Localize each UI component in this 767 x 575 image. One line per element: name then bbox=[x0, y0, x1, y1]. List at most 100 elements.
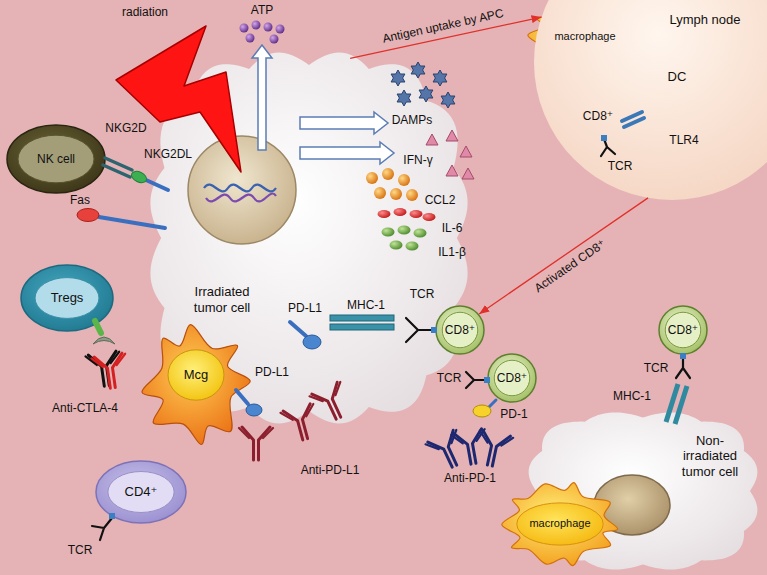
cell-outline bbox=[7, 125, 105, 193]
label-slot: CCL2 bbox=[425, 193, 456, 207]
label-slot: IL-6 bbox=[442, 221, 463, 235]
mhc-molecule bbox=[330, 315, 394, 321]
ccl2-ball bbox=[398, 174, 410, 186]
cd8-t-cell: CD8⁺ bbox=[487, 353, 537, 403]
cell-label: CD8⁺ bbox=[445, 323, 475, 337]
il6-blob bbox=[423, 213, 436, 221]
il1b-blob bbox=[398, 226, 411, 235]
il1b-blob bbox=[390, 241, 403, 250]
mhc-molecule bbox=[330, 324, 394, 330]
molecule-label: PD-L1 bbox=[255, 365, 289, 379]
dendritic-cell: DC bbox=[624, 28, 730, 126]
label-slot: NKG2D bbox=[105, 121, 146, 135]
label-slot: IL1-β bbox=[438, 245, 466, 259]
label-slot: NKG2DL bbox=[144, 147, 192, 161]
label-slot: Anti-PD-L1 bbox=[301, 463, 360, 477]
molecule-label: ATP bbox=[251, 3, 273, 17]
il1b-blob bbox=[414, 229, 427, 238]
cell-label: CD8⁺ bbox=[668, 323, 698, 337]
tcr-anchor bbox=[109, 513, 115, 519]
cell-outline bbox=[659, 306, 707, 354]
cell-outline bbox=[142, 325, 250, 445]
atp-molecule bbox=[252, 21, 261, 30]
cell-shape bbox=[140, 322, 252, 448]
cell-nucleus bbox=[168, 350, 224, 400]
atp-molecule bbox=[276, 25, 285, 34]
atp-molecule bbox=[270, 35, 279, 44]
cd8-t-cell: CD8⁺ bbox=[435, 305, 485, 355]
cell-outline bbox=[96, 461, 186, 523]
molecule-label: Fas bbox=[70, 193, 90, 207]
antibody bbox=[91, 353, 129, 390]
cell-nucleus bbox=[188, 136, 296, 244]
tcr-anchor bbox=[680, 353, 686, 359]
label-slot: DAMPs bbox=[392, 113, 433, 127]
molecule-label: IFN-γ bbox=[403, 153, 432, 167]
cell-label: Lymph node bbox=[669, 12, 740, 28]
il6-blob bbox=[378, 210, 391, 218]
damp-star bbox=[433, 70, 447, 86]
cell-shape bbox=[534, 0, 767, 200]
edge-label-slot: Antigen uptake by APC bbox=[381, 6, 505, 46]
il1b-blob bbox=[382, 228, 395, 237]
atp-molecule bbox=[264, 23, 273, 32]
ccl2-ball bbox=[390, 188, 402, 200]
label-slot: TCR bbox=[437, 371, 462, 385]
molecule-label: MHC-1 bbox=[613, 389, 651, 403]
antibody bbox=[425, 429, 470, 473]
pd1-stem bbox=[489, 400, 496, 407]
label-slot: MHC-1 bbox=[613, 389, 651, 403]
macrophage: macrophage bbox=[526, 0, 644, 74]
molecule-label: PD-L1 bbox=[288, 301, 322, 315]
treg-link bbox=[95, 321, 101, 333]
cell-label: CD4⁺ bbox=[125, 484, 158, 500]
macrophage: macrophage bbox=[500, 480, 620, 568]
label-slot: PD-1 bbox=[500, 407, 527, 421]
cell-nucleus bbox=[18, 135, 94, 183]
cell-outline bbox=[502, 483, 618, 566]
molecule-label: TCR bbox=[644, 361, 669, 375]
molecule-label: TCR bbox=[410, 287, 435, 301]
il1b-blob bbox=[406, 242, 419, 251]
arrow-label: Antigen uptake by APC bbox=[381, 6, 505, 46]
cell-label: DC bbox=[668, 69, 687, 85]
atp-molecule bbox=[246, 34, 255, 43]
nk-cell: NK cell bbox=[6, 124, 106, 194]
arrow-label: Activated CD8⁺ bbox=[532, 236, 609, 295]
ifn-triangle bbox=[462, 168, 474, 179]
molecule-label: TCR bbox=[608, 159, 633, 173]
antibody bbox=[85, 351, 123, 388]
cell-label: Tregs bbox=[51, 290, 84, 306]
label-slot: radiation bbox=[122, 5, 168, 19]
lymph-node-outline bbox=[534, 0, 767, 200]
tcr-anchor bbox=[601, 135, 607, 141]
label-slot: PD-L1 bbox=[255, 365, 289, 379]
cell-nucleus bbox=[665, 312, 701, 348]
label-slot: TLR4 bbox=[669, 133, 698, 147]
non-irradiated-tumor-cell: Non-irradiated tumor cell bbox=[528, 412, 758, 570]
il6-blob bbox=[394, 208, 407, 216]
cell-nucleus bbox=[494, 360, 530, 396]
cell-outline bbox=[436, 306, 484, 354]
label-slot: TCR bbox=[608, 159, 633, 173]
molecule-label: IL-6 bbox=[442, 221, 463, 235]
cell-outline bbox=[21, 265, 113, 331]
cell-nucleus bbox=[517, 503, 603, 545]
molecule-label: NKG2D bbox=[105, 121, 146, 135]
ccl2-ball bbox=[382, 168, 394, 180]
cd8-t-cell: CD8⁺ bbox=[658, 305, 708, 355]
molecule-label: PD-1 bbox=[500, 407, 527, 421]
molecule-label: MHC-1 bbox=[347, 298, 385, 312]
label-slot: TCR bbox=[644, 361, 669, 375]
molecule-label: IL1-β bbox=[438, 245, 466, 259]
signal-arrow bbox=[479, 198, 648, 314]
cell-nucleus bbox=[442, 312, 478, 348]
ctla4-receptor bbox=[93, 337, 115, 344]
antibody bbox=[473, 430, 513, 469]
label-slot: TCR bbox=[68, 543, 93, 557]
cell-label: NK cell bbox=[37, 152, 75, 166]
molecule-label: TCR bbox=[437, 371, 462, 385]
